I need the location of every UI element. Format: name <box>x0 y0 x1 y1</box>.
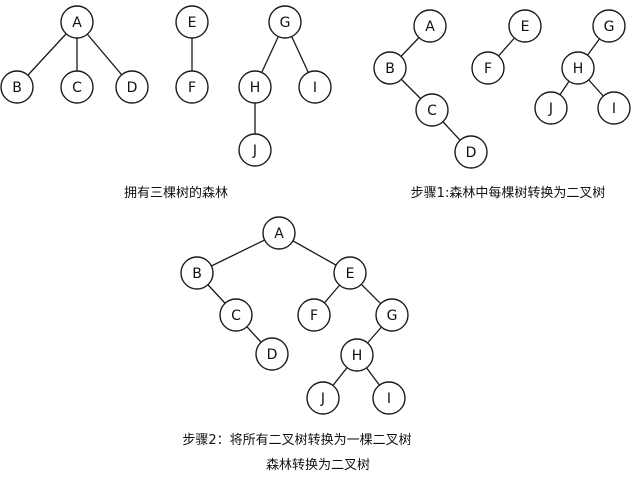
node-step2-h: H <box>340 338 374 372</box>
node-step2-b: B <box>180 256 214 290</box>
node-step1-c: C <box>415 93 449 127</box>
node-forest-j: J <box>238 133 272 167</box>
node-step1-f: F <box>471 51 505 85</box>
node-circle <box>298 70 332 104</box>
node-label: E <box>521 19 530 35</box>
node-step1-a: A <box>413 9 447 43</box>
node-label: D <box>267 347 278 363</box>
node-label: I <box>387 391 391 407</box>
node-label: C <box>231 308 241 324</box>
node-circle <box>180 256 214 290</box>
node-forest-e: E <box>175 5 209 39</box>
node-circle <box>115 70 149 104</box>
node-step2-g: G <box>375 298 409 332</box>
node-circle <box>373 51 407 85</box>
node-circle <box>297 298 331 332</box>
node-forest-g: G <box>268 5 302 39</box>
node-circle <box>415 93 449 127</box>
node-label: I <box>313 80 317 96</box>
node-forest-b: B <box>0 70 34 104</box>
nodes-layer: A B C D E F G H I J A B C D E F G H J I A B E C D F G H J I <box>0 5 631 415</box>
node-circle <box>508 9 542 43</box>
node-step1-e: E <box>508 9 542 43</box>
node-circle <box>306 381 340 415</box>
node-step2-i: I <box>372 381 406 415</box>
node-step1-g: G <box>592 9 626 43</box>
node-step2-a: A <box>262 216 296 250</box>
node-forest-i: I <box>298 70 332 104</box>
node-circle <box>597 91 631 125</box>
node-circle <box>534 91 568 125</box>
node-label: E <box>346 266 355 282</box>
node-circle <box>175 70 209 104</box>
node-label: B <box>385 61 395 77</box>
node-label: E <box>188 15 197 31</box>
node-step1-d: D <box>454 135 488 169</box>
figure-title: 森林转换为二叉树 <box>266 458 370 473</box>
node-circle <box>60 70 94 104</box>
node-label: G <box>280 15 291 31</box>
node-label: B <box>12 80 22 96</box>
node-circle <box>333 256 367 290</box>
node-step1-b: B <box>373 51 407 85</box>
node-forest-a: A <box>60 5 94 39</box>
node-label: C <box>72 80 82 96</box>
node-label: F <box>188 80 196 96</box>
node-label: J <box>252 143 257 159</box>
node-circle <box>372 381 406 415</box>
node-label: D <box>466 145 477 161</box>
node-step1-h: H <box>561 51 595 85</box>
caption-forest: 拥有三棵树的森林 <box>124 185 228 201</box>
node-label: G <box>604 19 615 35</box>
node-label: C <box>427 103 437 119</box>
node-circle <box>454 135 488 169</box>
node-forest-f: F <box>175 70 209 104</box>
node-label: F <box>310 308 318 324</box>
caption-step2: 步骤2：将所有二叉树转换为一棵二叉树 <box>182 433 411 448</box>
node-circle <box>268 5 302 39</box>
node-label: A <box>274 226 284 242</box>
node-label: F <box>484 61 492 77</box>
node-label: H <box>573 61 584 77</box>
node-circle <box>592 9 626 43</box>
node-step2-f: F <box>297 298 331 332</box>
node-label: I <box>612 101 616 117</box>
node-step1-j: J <box>534 91 568 125</box>
node-label: G <box>387 308 398 324</box>
node-circle <box>413 9 447 43</box>
node-label: J <box>548 101 553 117</box>
node-circle <box>0 70 34 104</box>
node-step2-c: C <box>219 298 253 332</box>
node-label: D <box>127 80 138 96</box>
node-circle <box>375 298 409 332</box>
node-circle <box>262 216 296 250</box>
node-label: H <box>250 80 261 96</box>
node-circle <box>219 298 253 332</box>
node-circle <box>238 70 272 104</box>
node-circle <box>175 5 209 39</box>
node-label: B <box>192 266 202 282</box>
node-label: J <box>320 391 325 407</box>
node-circle <box>60 5 94 39</box>
node-forest-h: H <box>238 70 272 104</box>
node-step2-e: E <box>333 256 367 290</box>
node-label: H <box>352 348 363 364</box>
node-circle <box>340 338 374 372</box>
node-label: A <box>72 15 82 31</box>
node-circle <box>471 51 505 85</box>
node-step2-d: D <box>255 337 289 371</box>
node-step2-j: J <box>306 381 340 415</box>
node-circle <box>561 51 595 85</box>
node-circle <box>255 337 289 371</box>
caption-step1: 步骤1:森林中每棵树转换为二叉树 <box>411 185 606 201</box>
node-forest-d: D <box>115 70 149 104</box>
node-label: A <box>425 19 435 35</box>
node-forest-c: C <box>60 70 94 104</box>
node-circle <box>238 133 272 167</box>
node-step1-i: I <box>597 91 631 125</box>
